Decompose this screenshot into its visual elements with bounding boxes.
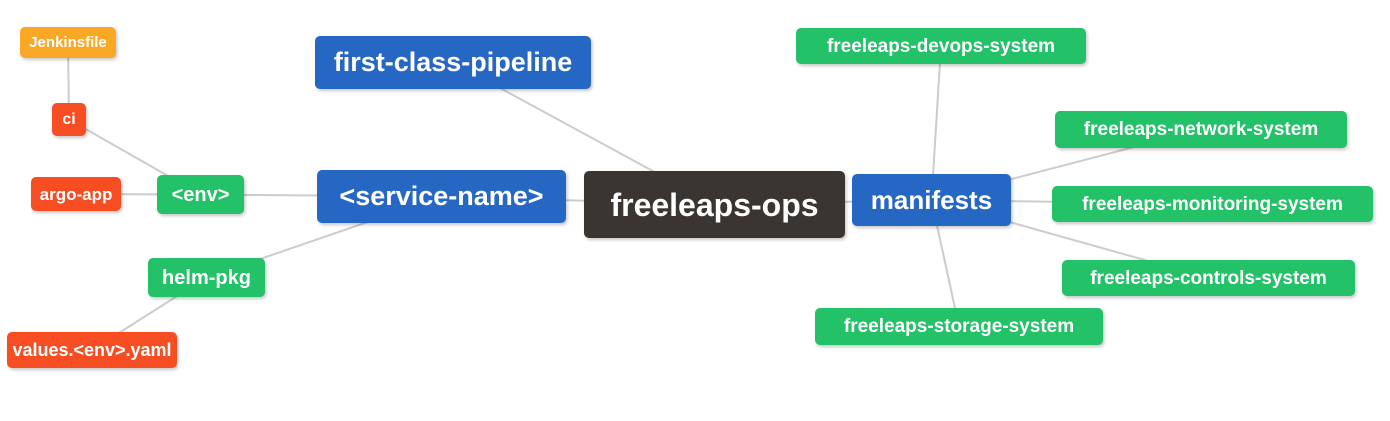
node-helm-pkg[interactable]: helm-pkg [148,258,265,297]
node-service-name[interactable]: <service-name> [317,170,566,223]
node-freeleaps-devops-system[interactable]: freeleaps-devops-system [796,28,1086,64]
node-manifests[interactable]: manifests [852,174,1011,226]
node-values-env-yaml[interactable]: values.<env>.yaml [7,332,177,368]
node-first-class-pipeline[interactable]: first-class-pipeline [315,36,591,89]
node-ci[interactable]: ci [52,103,86,136]
node-freeleaps-ops[interactable]: freeleaps-ops [584,171,845,238]
node-freeleaps-monitoring-system[interactable]: freeleaps-monitoring-system [1052,186,1373,222]
node-argo-app[interactable]: argo-app [31,177,121,211]
node-freeleaps-storage-system[interactable]: freeleaps-storage-system [815,308,1103,345]
node-jenkinsfile[interactable]: Jenkinsfile [20,27,116,58]
node-env[interactable]: <env> [157,175,244,214]
node-freeleaps-controls-system[interactable]: freeleaps-controls-system [1062,260,1355,296]
node-freeleaps-network-system[interactable]: freeleaps-network-system [1055,111,1347,148]
